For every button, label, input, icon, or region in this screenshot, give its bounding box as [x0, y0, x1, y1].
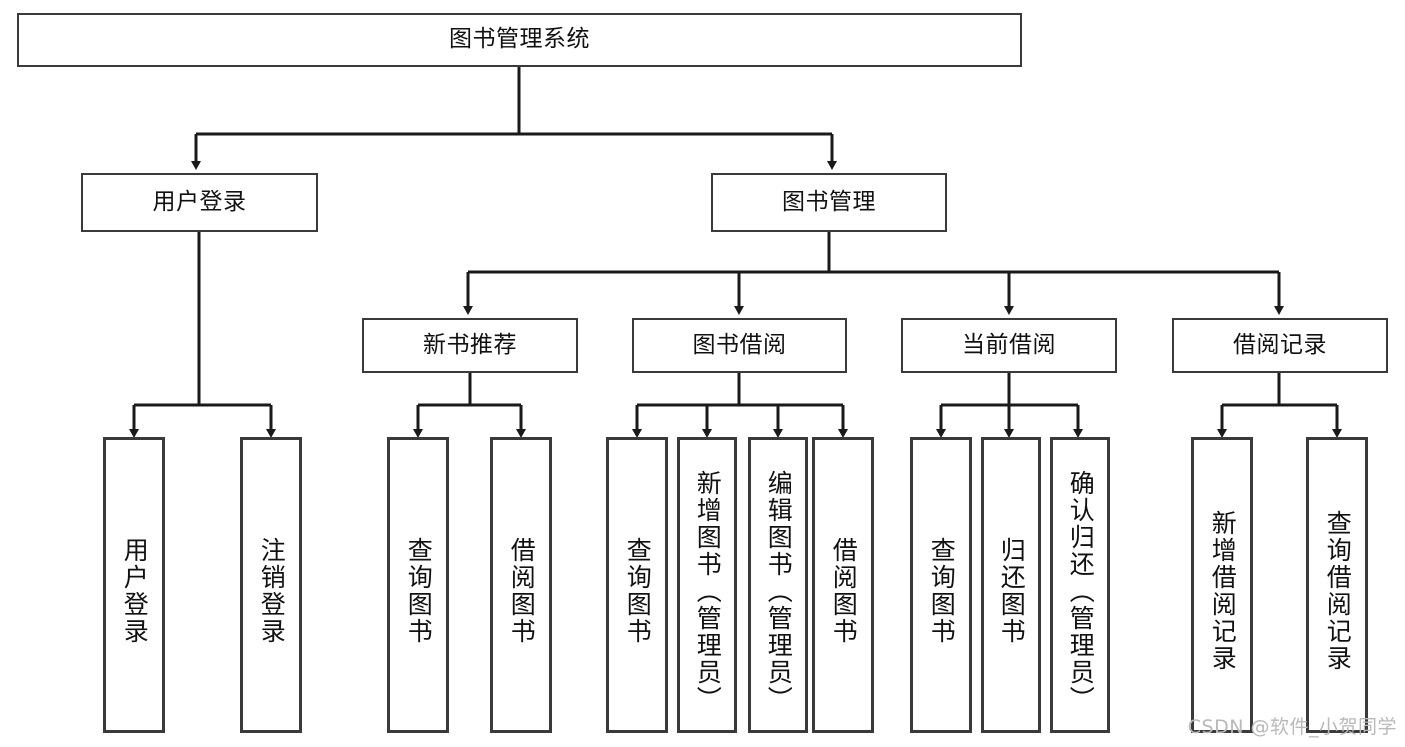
node-label: 图书管理系统 — [449, 26, 590, 53]
node-label: 借阅图书 — [829, 537, 859, 645]
node-label: 确认归还（管理员） — [1066, 470, 1096, 713]
node-root-system[interactable]: 图书管理系统 — [17, 13, 1022, 67]
node-book-management[interactable]: 图书管理 — [711, 173, 947, 232]
node-label: 新增借阅记录 — [1208, 510, 1238, 672]
watermark-text: CSDN @软件_小贺同学 — [1187, 716, 1397, 738]
node-label: 借阅记录 — [1233, 331, 1327, 358]
node-label: 归还图书 — [997, 537, 1027, 645]
node-label: 新增图书（管理员） — [693, 470, 723, 713]
node-leaf-query-book-recommend[interactable]: 查询图书 — [387, 437, 449, 733]
node-label: 用户登录 — [120, 537, 150, 645]
node-label: 用户登录 — [152, 188, 247, 215]
node-user-login[interactable]: 用户登录 — [81, 173, 318, 232]
node-label: 当前借阅 — [962, 331, 1056, 358]
node-leaf-confirm-return-admin[interactable]: 确认归还（管理员） — [1050, 437, 1110, 733]
node-label: 注销登录 — [257, 537, 287, 645]
node-leaf-borrow-book[interactable]: 借阅图书 — [812, 437, 874, 733]
node-leaf-edit-book-admin[interactable]: 编辑图书（管理员） — [748, 437, 808, 733]
node-label: 借阅图书 — [507, 537, 537, 645]
node-leaf-borrow-book-recommend[interactable]: 借阅图书 — [490, 437, 552, 733]
node-label: 查询图书 — [623, 537, 653, 645]
node-leaf-query-borrow-record[interactable]: 查询借阅记录 — [1306, 437, 1368, 733]
node-current-borrow[interactable]: 当前借阅 — [901, 318, 1117, 373]
node-leaf-logout[interactable]: 注销登录 — [240, 437, 302, 733]
node-borrow-records[interactable]: 借阅记录 — [1172, 318, 1388, 373]
node-leaf-user-login[interactable]: 用户登录 — [103, 437, 165, 733]
node-leaf-query-book[interactable]: 查询图书 — [606, 437, 668, 733]
node-new-book-recommend[interactable]: 新书推荐 — [362, 318, 578, 373]
node-book-borrow[interactable]: 图书借阅 — [632, 318, 847, 373]
node-label: 图书借阅 — [692, 331, 787, 358]
node-leaf-add-borrow-record[interactable]: 新增借阅记录 — [1191, 437, 1253, 733]
node-label: 查询借阅记录 — [1323, 510, 1353, 672]
node-label: 查询图书 — [404, 537, 434, 645]
node-leaf-return-book[interactable]: 归还图书 — [981, 437, 1041, 733]
node-label: 新书推荐 — [423, 331, 517, 358]
node-label: 查询图书 — [927, 537, 957, 645]
node-label: 图书管理 — [782, 188, 876, 215]
node-leaf-query-book-current[interactable]: 查询图书 — [910, 437, 972, 733]
node-label: 编辑图书（管理员） — [764, 470, 794, 713]
node-leaf-add-book-admin[interactable]: 新增图书（管理员） — [677, 437, 737, 733]
